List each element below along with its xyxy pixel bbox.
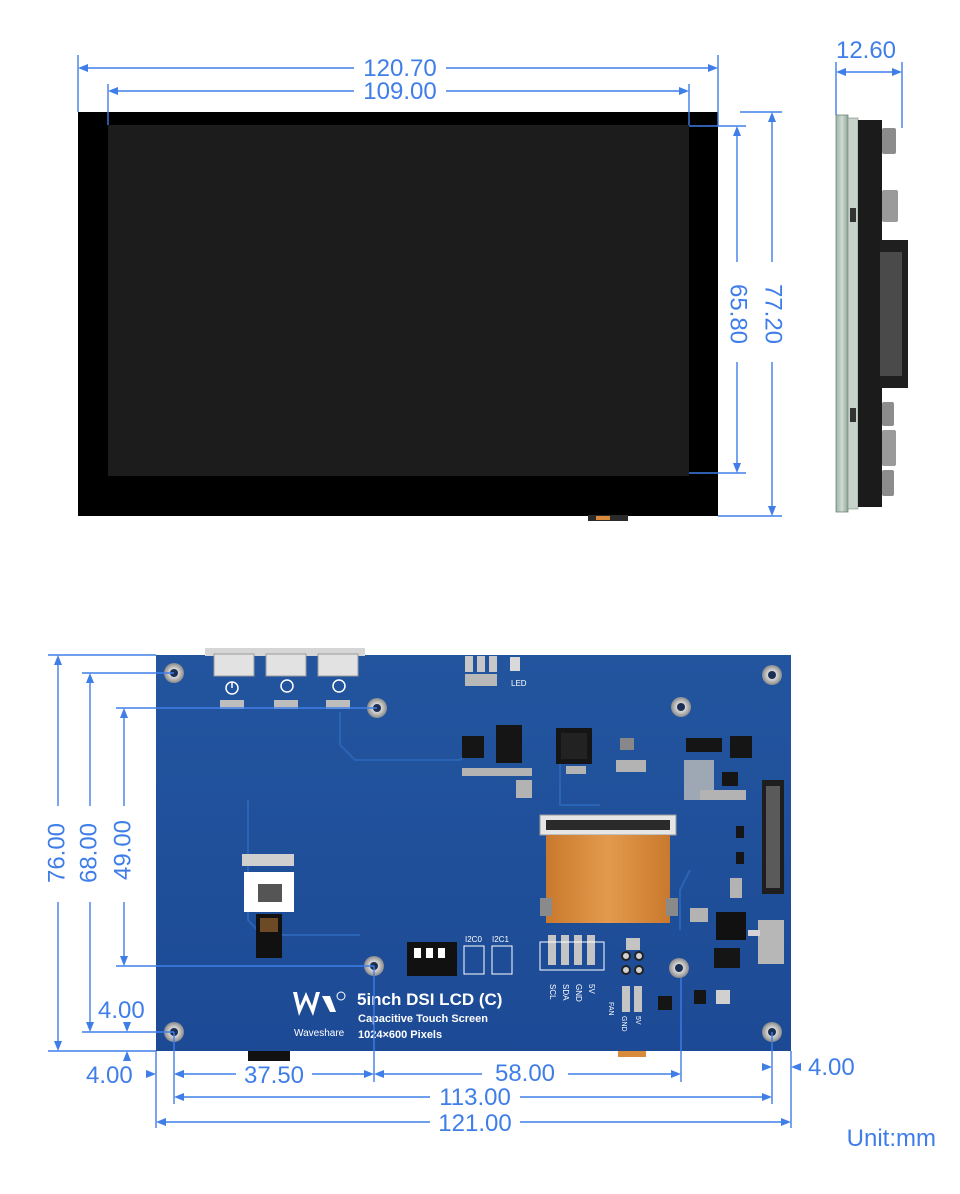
dim-label: 58.00: [495, 1060, 555, 1087]
dim-back-height-76: 76.00: [43, 654, 156, 1052]
pcb-board: [156, 655, 791, 1051]
dim-back-offset-bottom: 4.00: [98, 997, 145, 1061]
dim-label: 109.00: [363, 78, 436, 105]
dim-label: 4.00: [86, 1062, 133, 1089]
dim-back-offset-3750: 37.50: [174, 966, 375, 1089]
dim-back-board-width: 121.00: [156, 1110, 791, 1137]
dim-label: 65.80: [725, 284, 752, 344]
dim-label: 113.00: [439, 1084, 511, 1111]
dim-front-height-active: 65.80: [689, 125, 752, 474]
dim-label: 37.50: [244, 1062, 304, 1089]
dim-back-offset-right: 4.00: [762, 1032, 855, 1128]
dim-label: 120.70: [363, 55, 436, 82]
dim-label: 68.00: [75, 823, 102, 883]
scl-label: SCL: [548, 984, 557, 1000]
dim-back-offset-5800: 58.00: [374, 978, 682, 1087]
dim-back-height-68: 68.00: [75, 672, 174, 1033]
fan-label: FAN: [607, 1002, 614, 1016]
dim-label: 121.00: [438, 1110, 511, 1137]
5v-label: 5V: [587, 984, 596, 994]
dim-label: 12.60: [836, 37, 896, 64]
resolution-label: 1024×600 Pixels: [358, 1029, 442, 1041]
dim-label: 49.00: [109, 820, 136, 880]
gnd-label: GND: [574, 984, 583, 1002]
fan-gnd-label: GND: [620, 1016, 627, 1032]
front-view: [78, 112, 718, 521]
dim-front-width-outer: 120.70: [77, 55, 719, 126]
dim-front-width-active: 109.00: [107, 78, 690, 125]
dim-label: 4.00: [808, 1054, 855, 1081]
dim-back-hole-span-x: 113.00: [174, 1084, 772, 1111]
led-label: LED: [511, 679, 527, 688]
product-label: 5inch DSI LCD (C): [357, 990, 502, 1009]
dim-label: 4.00: [98, 997, 145, 1024]
i2c1-label: I2C1: [492, 935, 509, 944]
dim-front-height-outer: 77.20: [718, 111, 787, 517]
unit-label: Unit:mm: [847, 1125, 936, 1152]
dim-back-offset-left: 4.00: [86, 1032, 184, 1128]
sda-label: SDA: [561, 984, 570, 1001]
subtitle-label: Capacitive Touch Screen: [358, 1013, 488, 1025]
dim-label: 77.20: [760, 284, 787, 344]
dim-label: 76.00: [43, 823, 70, 883]
dim-back-height-49: 49.00: [109, 707, 377, 967]
dim-side-thickness: 12.60: [835, 37, 903, 128]
active-area: [108, 125, 689, 476]
brand-label: Waveshare: [294, 1028, 345, 1039]
back-view-pcb: LED: [156, 648, 791, 1061]
fan-5v-label: 5V: [634, 1016, 641, 1025]
waveshare-logo: [293, 991, 346, 1016]
i2c0-label: I2C0: [465, 935, 482, 944]
side-view: [835, 114, 908, 513]
